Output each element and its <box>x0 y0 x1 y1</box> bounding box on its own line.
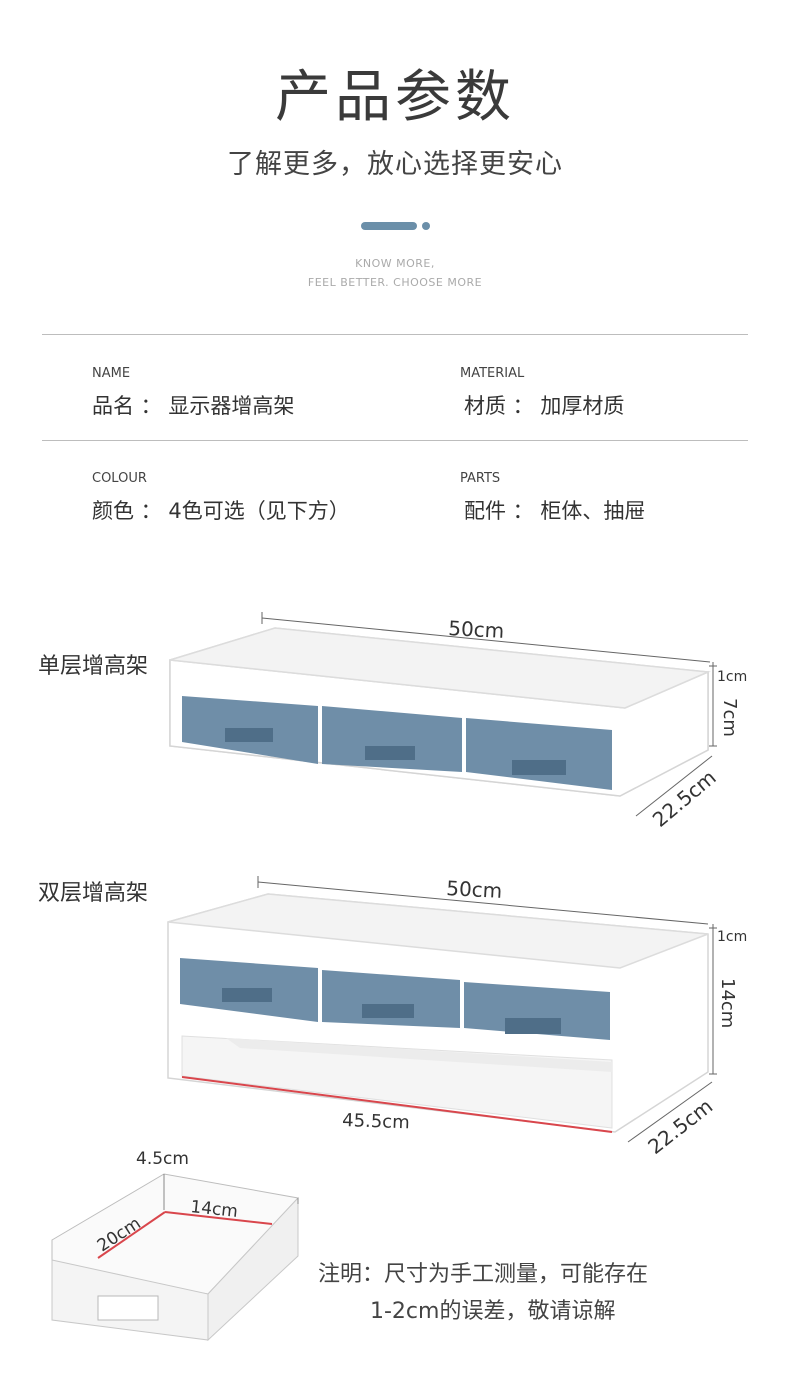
single-width-label: 50cm <box>448 616 505 643</box>
decorative-bar <box>361 222 417 230</box>
english-tagline-2: FEEL BETTER. CHOOSE MORE <box>307 276 483 289</box>
drawer-illustration: 4.5cm 20cm 14cm <box>51 1149 299 1342</box>
double-height-label: 14cm <box>717 978 738 1028</box>
spec-label-material: MATERIAL <box>460 366 525 381</box>
page-subtitle: 了解更多，放心选择更安心 <box>227 149 563 180</box>
measurement-note-line2: 1-2cm的误差，敬请谅解 <box>370 1299 616 1324</box>
spec-label-colour: COLOUR <box>92 471 147 486</box>
divider-middle <box>42 440 748 441</box>
double-top-label: 1cm <box>717 929 747 945</box>
decorative-dot <box>422 222 430 230</box>
spec-value-name: 品名 ： 显示器增高架 <box>92 394 295 418</box>
english-tagline-1: KNOW MORE, <box>355 257 435 270</box>
single-top-label: 1cm <box>717 669 747 685</box>
spec-value-parts: 配件 ： 柜体、抽屉 <box>464 499 646 523</box>
page-title: 产品参数 <box>275 65 515 130</box>
divider-top <box>42 334 748 335</box>
double-width-label: 50cm <box>446 876 503 903</box>
double-inner-width-label: 45.5cm <box>342 1110 410 1133</box>
single-layer-illustration: 50cm 1cm 7cm 22.5cm <box>169 612 747 832</box>
double-layer-illustration: 50cm 1cm 14cm 45.5cm 22.5cm <box>167 876 747 1159</box>
spec-value-material: 材质 ： 加厚材质 <box>464 394 625 418</box>
measurement-note-line1: 注明：尺寸为手工测量，可能存在 <box>318 1262 649 1287</box>
single-layer-label: 单层增高架 <box>38 654 149 679</box>
spec-label-parts: PARTS <box>460 471 501 486</box>
single-height-label: 7cm <box>719 698 740 737</box>
spec-value-colour: 颜色 ： 4色可选（见下方） <box>92 499 350 523</box>
drawer-width-label: 14cm <box>189 1197 238 1222</box>
drawer-height-label: 4.5cm <box>136 1149 189 1169</box>
double-layer-label: 双层增高架 <box>38 881 149 906</box>
spec-label-name: NAME <box>92 366 131 381</box>
